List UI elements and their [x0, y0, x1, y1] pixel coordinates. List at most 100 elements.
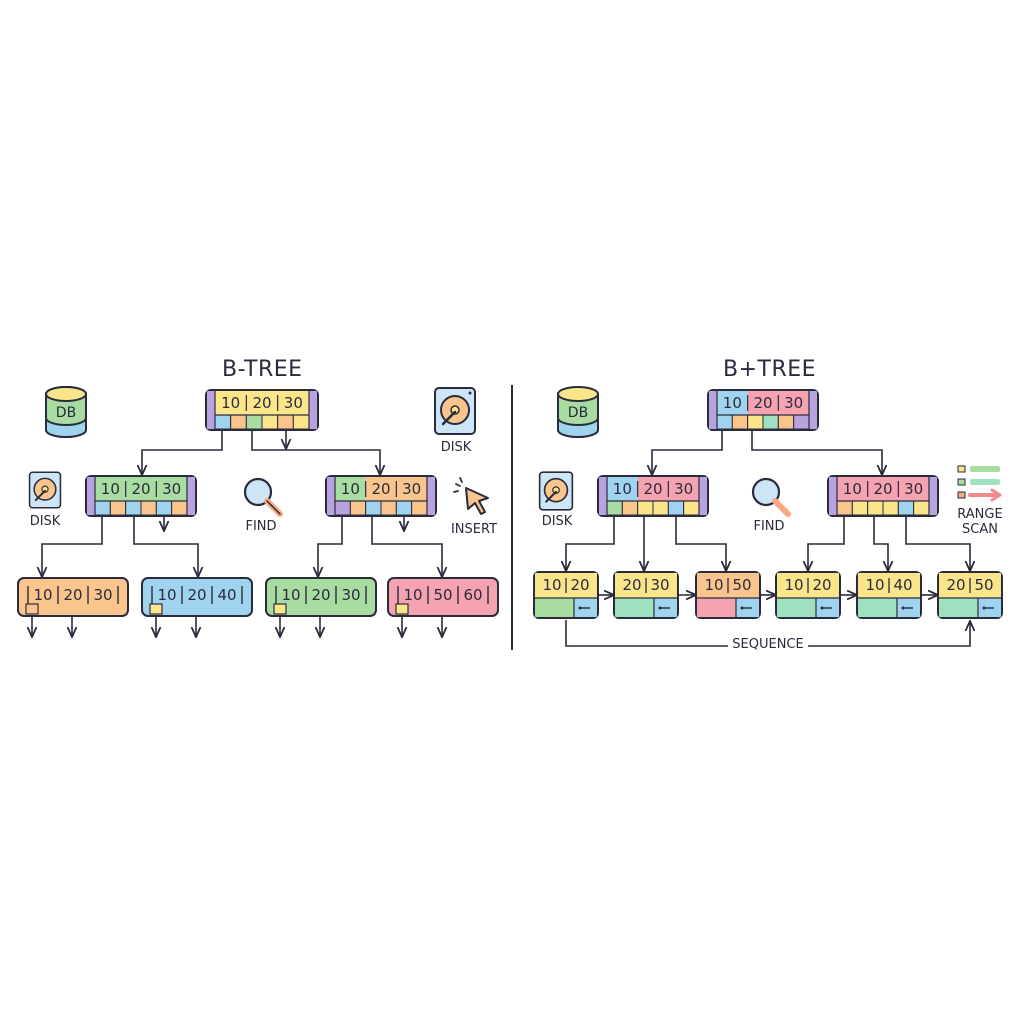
bplustree-leaf-node	[775, 571, 841, 619]
pointer-cell	[606, 500, 623, 516]
leaf-key: 50	[433, 586, 452, 604]
node-cap-right	[309, 391, 317, 429]
node-key: 10	[613, 480, 632, 498]
bplustree-title: B+TREE	[723, 357, 817, 382]
node-key: 20	[252, 394, 271, 412]
bplustree-leaf-node	[613, 571, 679, 619]
pointer-cell	[411, 500, 428, 516]
leaf-pointer-box	[395, 603, 409, 615]
leaf-key: 10	[403, 586, 422, 604]
node-cap-left	[709, 391, 717, 429]
btree-internal-edge	[133, 500, 198, 576]
key-cell	[215, 391, 247, 415]
leaf-key: 40	[893, 576, 912, 594]
node-cap-left	[207, 391, 215, 429]
key-cell	[125, 477, 157, 501]
db-label: DB	[567, 405, 589, 421]
pointer-cell	[762, 414, 779, 430]
node-key: 10	[101, 480, 120, 498]
pointer-dot	[658, 606, 662, 610]
node-key: 10	[221, 394, 240, 412]
node-cap-left	[829, 477, 837, 515]
bplustree-internal-node-right	[827, 475, 939, 517]
key-cell	[867, 477, 899, 501]
tree-nodes: 10 20 30 10 20 30 10 20 30 10 20 30 10 20 40 10 20 30 10 50…	[17, 389, 1003, 619]
leaf-key: 10	[865, 576, 884, 594]
btree-internal-node-right	[325, 475, 437, 517]
db-label: DB	[55, 405, 77, 421]
pointer-cell	[292, 414, 310, 430]
pointer-cell	[94, 500, 111, 516]
key-cell	[277, 391, 309, 415]
btree-leaf-node	[17, 577, 129, 617]
key-cell	[335, 477, 366, 501]
cursor-click-icon	[453, 477, 489, 515]
bplustree-internal-edge	[905, 500, 970, 570]
magnifier-icon	[243, 477, 283, 517]
leaf-key: 20	[311, 586, 330, 604]
leaf-pointer-box	[273, 603, 287, 615]
bplustree-internal-edge	[873, 500, 888, 570]
btree-internal-edge	[42, 500, 103, 576]
leaf-key: 20	[63, 586, 82, 604]
leaf-frame	[387, 577, 499, 617]
btree-internal-edge	[371, 500, 442, 576]
hard-disk-icon	[28, 471, 62, 509]
leaf-key: 20	[946, 576, 965, 594]
leaf-key: 50	[732, 576, 751, 594]
pointer-cell	[851, 500, 869, 516]
pointer-cell	[277, 414, 294, 430]
bplustree-root-node	[707, 389, 819, 431]
pointer-cell	[245, 414, 263, 430]
find-label: FIND	[245, 519, 277, 534]
key-cell	[607, 477, 638, 501]
key-cell	[637, 477, 669, 501]
key-cell	[156, 477, 187, 501]
leaf-key: 30	[341, 586, 360, 604]
node-cap-right	[929, 477, 937, 515]
leaf-key: 30	[650, 576, 669, 594]
pointer-cell	[793, 414, 810, 430]
disk-label: DISK	[541, 514, 573, 529]
node-key: 30	[674, 480, 693, 498]
bplustree-leaf-node	[856, 571, 922, 619]
key-cell	[747, 391, 779, 415]
pointer-cell	[621, 500, 639, 516]
key-cell	[365, 477, 397, 501]
node-key: 20	[873, 480, 892, 498]
node-cap-left	[599, 477, 607, 515]
node-cap-left	[87, 477, 95, 515]
pointer-cell	[171, 500, 188, 516]
btree-leaf-node	[265, 577, 377, 617]
bplustree-root-edge	[751, 416, 882, 474]
leaf-frame	[141, 577, 253, 617]
pointer-dot	[982, 606, 986, 610]
pointer-cell	[125, 500, 142, 516]
hard-disk-icon	[434, 387, 476, 435]
pointer-dot	[901, 606, 905, 610]
key-cell	[668, 477, 699, 501]
leaf-frame	[265, 577, 377, 617]
leaf-key: 10	[784, 576, 803, 594]
node-key: 30	[904, 480, 923, 498]
pointer-dot	[820, 606, 824, 610]
node-key: 10	[723, 394, 742, 412]
node-key: 20	[753, 394, 772, 412]
pointer-cell	[109, 500, 127, 516]
bplustree-internal-node-left	[597, 475, 709, 517]
pointer-cell	[140, 500, 157, 516]
leaf-key: 50	[974, 576, 993, 594]
database-icon	[45, 386, 87, 438]
key-cell	[898, 477, 929, 501]
leaf-key: 20	[187, 586, 206, 604]
pointer-cell	[261, 414, 279, 430]
insert-label: INSERT	[450, 522, 498, 537]
leaf-key: 30	[93, 586, 112, 604]
disk-label-left: DISK	[29, 514, 61, 529]
hard-disk-icon	[538, 471, 574, 511]
pointer-cell	[349, 500, 367, 516]
disk-label-top: DISK	[440, 440, 472, 455]
pointer-cell	[747, 414, 764, 430]
pointer-cell	[667, 500, 685, 516]
